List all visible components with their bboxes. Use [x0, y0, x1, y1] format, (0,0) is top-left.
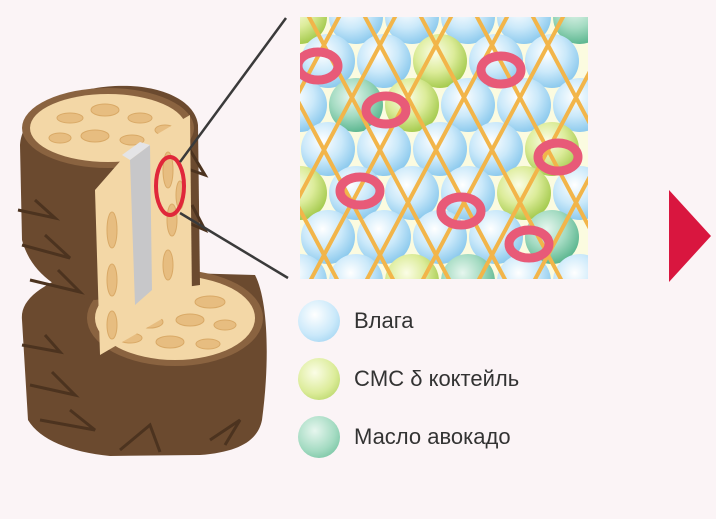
- lattice-fiber: [474, 17, 588, 230]
- magnified-panel: [245, 17, 588, 279]
- zoom-line-bottom: [179, 211, 289, 280]
- ring-molecule: [335, 172, 385, 210]
- zoom-line-top: [178, 17, 288, 163]
- ring-molecule: [436, 192, 486, 230]
- avocado-oil-sphere: [553, 17, 588, 44]
- moisture-sphere: [245, 122, 299, 176]
- legend-label-moisture: Влага: [354, 308, 414, 333]
- moisture-sphere-icon: [298, 300, 340, 342]
- cmc-rings: [300, 47, 583, 263]
- next-arrow-icon: [669, 190, 711, 282]
- zoom-highlight-ring: [154, 155, 186, 217]
- cmc-sphere: [300, 17, 327, 44]
- moisture-sphere: [300, 254, 327, 279]
- hair-cross-section: [17, 85, 267, 456]
- ring-molecule: [504, 225, 554, 263]
- medulla: [130, 145, 152, 305]
- avocado-oil-sphere-icon: [298, 416, 340, 458]
- legend-label-avocado-oil: Масло авокадо: [354, 424, 511, 449]
- lattice-fiber: [300, 205, 340, 279]
- bark-scales-lower: [21, 334, 242, 453]
- bark-scales-upper: [17, 149, 209, 295]
- cmc-sphere-icon: [298, 358, 340, 400]
- ring-molecule: [533, 138, 583, 176]
- legend-item-moisture: Влага: [298, 300, 658, 358]
- ring-molecule: [476, 51, 526, 89]
- lattice-fiber: [530, 17, 588, 125]
- ring-molecule: [300, 47, 343, 85]
- lattice-fiber: [300, 100, 396, 279]
- legend-label-cmc: CMC δ коктейль: [354, 366, 520, 391]
- ring-molecule: [361, 91, 411, 129]
- cortex-cells-upper: [48, 103, 176, 146]
- legend: Влага CMC δ коктейль Масло авокадо: [298, 300, 658, 474]
- lattice-fiber: [362, 17, 508, 279]
- moisture-sphere: [553, 254, 588, 279]
- legend-item-avocado-oil: Масло авокадо: [298, 416, 658, 474]
- legend-item-cmc: CMC δ коктейль: [298, 358, 658, 416]
